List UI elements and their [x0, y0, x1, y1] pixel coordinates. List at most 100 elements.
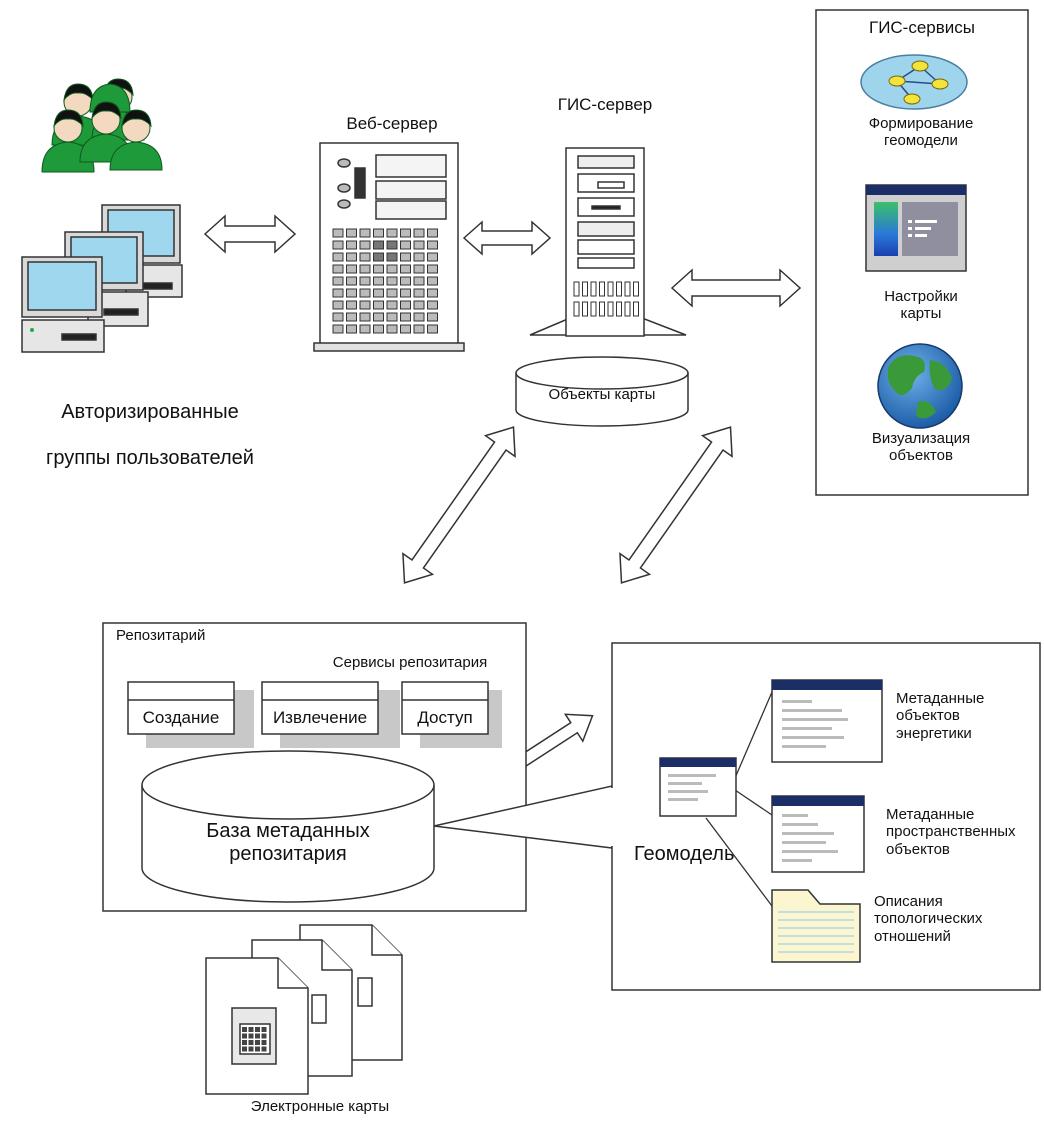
keypad-key: [346, 252, 357, 262]
map-grid-cell: [248, 1040, 254, 1045]
keypad-key: [332, 288, 344, 298]
geomodel-root-document-icon: [659, 757, 737, 817]
map-grid-cell: [248, 1033, 254, 1039]
server-vent: [633, 301, 639, 317]
server-vent: [607, 281, 614, 297]
double-arrow-users-web: [203, 214, 297, 254]
server-vent: [616, 281, 622, 297]
server-vent: [573, 301, 580, 317]
service-map-settings-label: Настройки карты: [884, 288, 958, 323]
globe-icon: [877, 343, 963, 429]
keypad-key: [386, 324, 398, 334]
graph-ellipse-icon: [860, 54, 968, 110]
keypad-key: [346, 264, 357, 274]
keypad-key: [400, 252, 411, 262]
web-server-title: Веб-сервер: [346, 114, 438, 133]
map-objects-label: Объекты карты: [548, 386, 656, 403]
keypad-key: [413, 276, 425, 286]
map-grid-cell: [255, 1033, 260, 1039]
map-grid-cell: [255, 1027, 260, 1032]
keypad-key: [332, 312, 344, 322]
map-grid-cell: [255, 1040, 260, 1045]
keypad-key: [427, 252, 438, 262]
map-grid-cell: [255, 1046, 260, 1052]
keypad-key: [400, 228, 411, 238]
double-arrow-gis-services: [670, 268, 802, 308]
repository-service-boxes: [127, 681, 502, 748]
keypad-key: [400, 264, 411, 274]
keypad-key: [386, 312, 398, 322]
map-grid-cell: [242, 1027, 247, 1032]
keypad-key: [373, 300, 384, 310]
double-arrow-web-gis: [462, 220, 552, 256]
server-vent: [590, 301, 597, 317]
keypad-key: [373, 252, 384, 262]
keypad-key: [400, 276, 411, 286]
server-vent: [624, 301, 631, 317]
metadata-database-label: База метаданных репозитария: [206, 820, 370, 865]
energy-metadata-label: Метаданные объектов энергетики: [896, 690, 985, 742]
map-grid-cell: [242, 1033, 247, 1039]
electronic-maps-caption: Электронные карты: [250, 1098, 390, 1115]
server-vent: [633, 281, 639, 297]
keypad-key: [359, 276, 371, 286]
keypad-key: [427, 276, 438, 286]
keypad-key: [373, 228, 384, 238]
keypad-key: [373, 312, 384, 322]
spatial-metadata-label: Метаданные пространственных объектов: [886, 806, 1016, 858]
keypad-key: [413, 300, 425, 310]
server-vent: [616, 301, 622, 317]
keypad-key: [346, 300, 357, 310]
geomodel-tree-lines: [705, 691, 773, 907]
keypad-key: [359, 288, 371, 298]
map-window-icon: [865, 184, 967, 272]
keypad-key: [359, 312, 371, 322]
keypad-key: [332, 240, 344, 250]
keypad-key: [386, 264, 398, 274]
keypad-key: [386, 276, 398, 286]
keypad-key: [427, 240, 438, 250]
map-objects-database: [515, 356, 689, 427]
keypad-key: [400, 288, 411, 298]
server-vent: [582, 301, 588, 317]
users-caption: Авторизированные группы пользователей: [20, 378, 280, 493]
keypad-key: [386, 288, 398, 298]
server-vent: [599, 301, 605, 317]
service-extract-label: Извлечение: [272, 708, 368, 727]
keypad-key: [413, 324, 425, 334]
gis-server-vents: [573, 281, 639, 317]
double-arrow-mapdb-repository: [402, 426, 516, 584]
service-visualization-label: Визуализация объектов: [871, 430, 971, 465]
map-grid-cell: [248, 1046, 254, 1052]
server-vent: [590, 281, 597, 297]
map-grid-cell: [242, 1046, 247, 1052]
keypad-key: [332, 264, 344, 274]
server-vent: [573, 281, 580, 297]
keypad-key: [386, 252, 398, 262]
keypad-key: [427, 300, 438, 310]
keypad-key: [332, 300, 344, 310]
server-vent: [624, 281, 631, 297]
map-grid-cell: [248, 1027, 254, 1032]
keypad-key: [346, 324, 357, 334]
keypad-key: [373, 324, 384, 334]
electronic-map-grid: [242, 1027, 267, 1052]
topology-descriptions-label: Описания топологических отношений: [874, 893, 983, 945]
keypad-key: [413, 228, 425, 238]
keypad-key: [427, 264, 438, 274]
keypad-key: [373, 240, 384, 250]
service-create-label: Создание: [142, 708, 220, 727]
keypad-key: [386, 300, 398, 310]
users-caption-line2: группы пользователей: [46, 447, 254, 469]
keypad-key: [373, 276, 384, 286]
users-caption-line1: Авторизированные: [61, 401, 239, 423]
spatial-metadata-document-icon: [771, 795, 865, 873]
energy-metadata-document-icon: [771, 679, 883, 763]
keypad-key: [413, 264, 425, 274]
keypad-key: [359, 240, 371, 250]
keypad-key: [332, 276, 344, 286]
keypad-key: [359, 252, 371, 262]
keypad-key: [427, 312, 438, 322]
keypad-key: [359, 324, 371, 334]
